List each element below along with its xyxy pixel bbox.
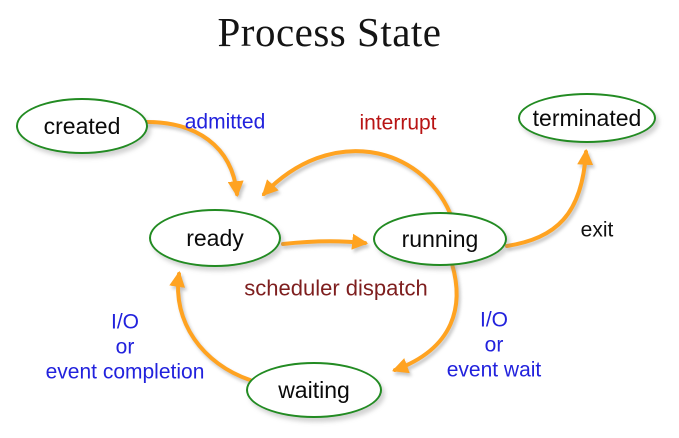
io-event-wait-line-2: or	[484, 333, 504, 357]
transition-label-io-event-wait: I/O or event wait	[447, 308, 542, 383]
transition-label-scheduler-dispatch: scheduler dispatch	[244, 275, 428, 301]
io-event-wait-line-1: I/O	[479, 308, 508, 332]
io-event-wait-line-3: event wait	[446, 358, 542, 382]
state-created-label: created	[43, 112, 121, 139]
arrow-admitted	[145, 120, 244, 198]
transition-label-io-event-completion: I/O or event completion	[46, 310, 205, 385]
arrow-exit	[505, 148, 594, 248]
state-terminated: terminated	[518, 93, 656, 143]
arrow-scheduler-dispatch	[281, 233, 369, 250]
state-ready-label: ready	[186, 224, 244, 251]
state-waiting: waiting	[246, 362, 382, 418]
io-event-completion-line-2: or	[115, 335, 135, 359]
state-running: running	[373, 212, 507, 266]
arrow-interrupt	[261, 149, 452, 215]
diagram-title: Process State	[217, 9, 442, 55]
transition-label-interrupt: interrupt	[359, 111, 437, 135]
state-waiting-label: waiting	[278, 376, 350, 403]
state-ready: ready	[149, 209, 281, 267]
state-terminated-label: terminated	[532, 104, 642, 131]
io-event-completion-line-1: I/O	[110, 310, 140, 334]
io-event-completion-line-3: event completion	[45, 360, 205, 384]
arrow-io-event-completion	[169, 270, 252, 382]
arrow-io-event-wait	[391, 262, 459, 374]
state-created: created	[16, 98, 148, 154]
state-running-label: running	[401, 225, 479, 252]
transition-label-admitted: admitted	[184, 110, 266, 134]
transition-label-exit: exit	[580, 218, 614, 242]
